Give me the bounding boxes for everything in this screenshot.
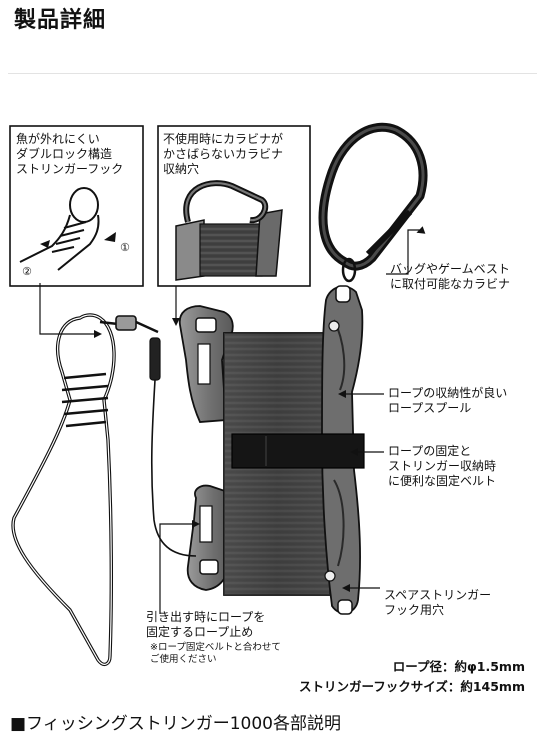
leader-lines bbox=[39, 229, 420, 614]
callout-line: バッグやゲームベスト bbox=[390, 262, 510, 276]
callout-line: 不使用時にカラビナが bbox=[163, 132, 284, 146]
callout-line: スペアストリンガー bbox=[384, 588, 492, 602]
callout-line: ストリンガー収納時 bbox=[388, 459, 497, 473]
inset-hook-icon bbox=[19, 187, 100, 271]
arrow-icon bbox=[94, 330, 102, 338]
callout-line: に取付可能なカラビナ bbox=[390, 277, 511, 291]
carabiner-icon bbox=[318, 122, 428, 283]
callout-line: フック用穴 bbox=[384, 603, 445, 617]
reel-body bbox=[178, 285, 365, 615]
callout-line: に便利な固定ベルト bbox=[388, 474, 497, 488]
callout-line: ロープの固定と bbox=[388, 444, 472, 458]
inset-reel-icon bbox=[175, 180, 283, 281]
page-title: 製品詳細 bbox=[14, 8, 107, 33]
callout-rope-stopper-note: ※ロープ固定ベルトと合わせて ご使用ください bbox=[150, 642, 281, 666]
product-diagram bbox=[9, 122, 428, 667]
callout-fixing-belt: ロープの固定と ストリンガー収納時 に便利な固定ベルト bbox=[388, 444, 496, 489]
arrow-icon bbox=[350, 448, 358, 456]
callout-spare-hole: スペアストリンガー フック用穴 bbox=[384, 588, 491, 618]
arrow-icon bbox=[338, 390, 346, 398]
spec-rope-diameter: ロープ径：約φ1.5mm bbox=[392, 659, 525, 674]
callout-line: 魚が外れにくい bbox=[16, 132, 100, 146]
spec-hook-size: ストリンガーフックサイズ：約145mm bbox=[298, 679, 525, 694]
arrow-icon bbox=[172, 318, 180, 326]
callout-carabiner-storage: 不使用時にカラビナが かさばらないカラビナ 収納穴 bbox=[163, 132, 283, 177]
callout-line: ダブルロック構造 bbox=[16, 147, 113, 161]
callout-rope-spool: ロープの収納性が良い ロープスプール bbox=[388, 386, 507, 416]
callout-carabiner: バッグやゲームベスト に取付可能なカラビナ bbox=[390, 262, 510, 292]
marker-2: ② bbox=[22, 265, 32, 278]
arrow-icon bbox=[416, 226, 426, 234]
callout-line: かさばらないカラビナ bbox=[163, 147, 284, 161]
arrow-icon bbox=[104, 232, 116, 242]
callout-line: 収納穴 bbox=[163, 162, 200, 176]
callout-line: 固定するロープ止め bbox=[146, 625, 254, 639]
section-heading: ■フィッシングストリンガー1000各部説明 bbox=[10, 714, 341, 734]
arrow-icon bbox=[342, 584, 350, 592]
pointer-arrows bbox=[94, 226, 426, 592]
callout-line: 引き出す時にロープを bbox=[146, 610, 266, 624]
arrow-icon bbox=[192, 520, 200, 528]
callout-line: ご使用ください bbox=[150, 654, 217, 665]
callout-line: ロープスプール bbox=[388, 401, 472, 415]
title-divider bbox=[8, 73, 537, 74]
callout-line: ストリンガーフック bbox=[16, 162, 124, 176]
stringer-hook-icon bbox=[11, 313, 197, 667]
inset-double-lock bbox=[9, 125, 144, 287]
inset-carabiner-storage bbox=[157, 125, 311, 287]
callout-line: ロープの収納性が良い bbox=[388, 386, 508, 400]
callout-double-lock: 魚が外れにくい ダブルロック構造 ストリンガーフック bbox=[16, 132, 123, 177]
marker-1: ① bbox=[120, 241, 130, 254]
arrow-icon bbox=[40, 240, 50, 248]
callout-line: ※ロープ固定ベルトと合わせて bbox=[150, 642, 281, 653]
callout-rope-stopper: 引き出す時にロープを 固定するロープ止め bbox=[146, 610, 265, 640]
